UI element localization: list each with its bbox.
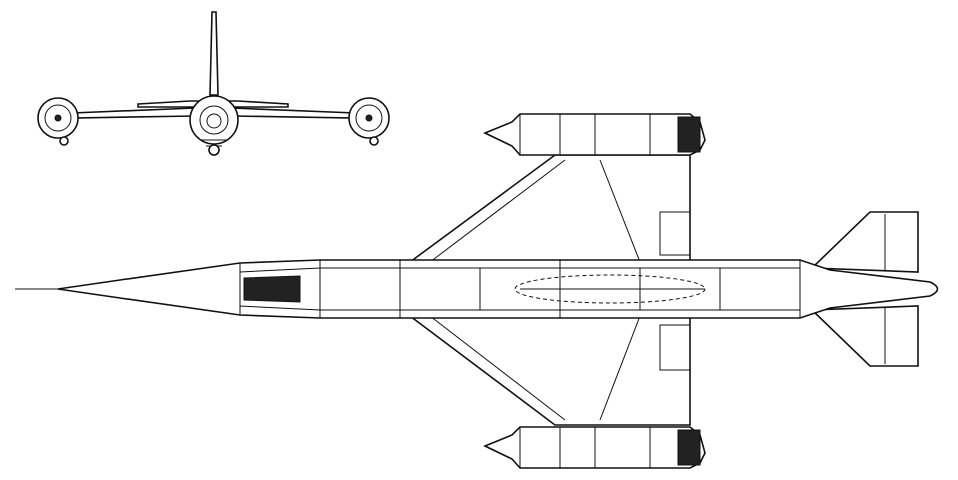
lower-tailplane [810,305,919,367]
top-view [15,113,939,469]
upper-nacelle [483,113,706,156]
right-engine-front [348,97,390,146]
vertical-fin [209,11,219,96]
cockpit [243,275,301,303]
left-engine-front [37,97,79,146]
lower-nacelle [483,426,706,469]
front-fuselage [189,95,239,156]
front-view [37,11,390,156]
fuselage [57,259,939,319]
upper-tailplane [810,211,919,273]
